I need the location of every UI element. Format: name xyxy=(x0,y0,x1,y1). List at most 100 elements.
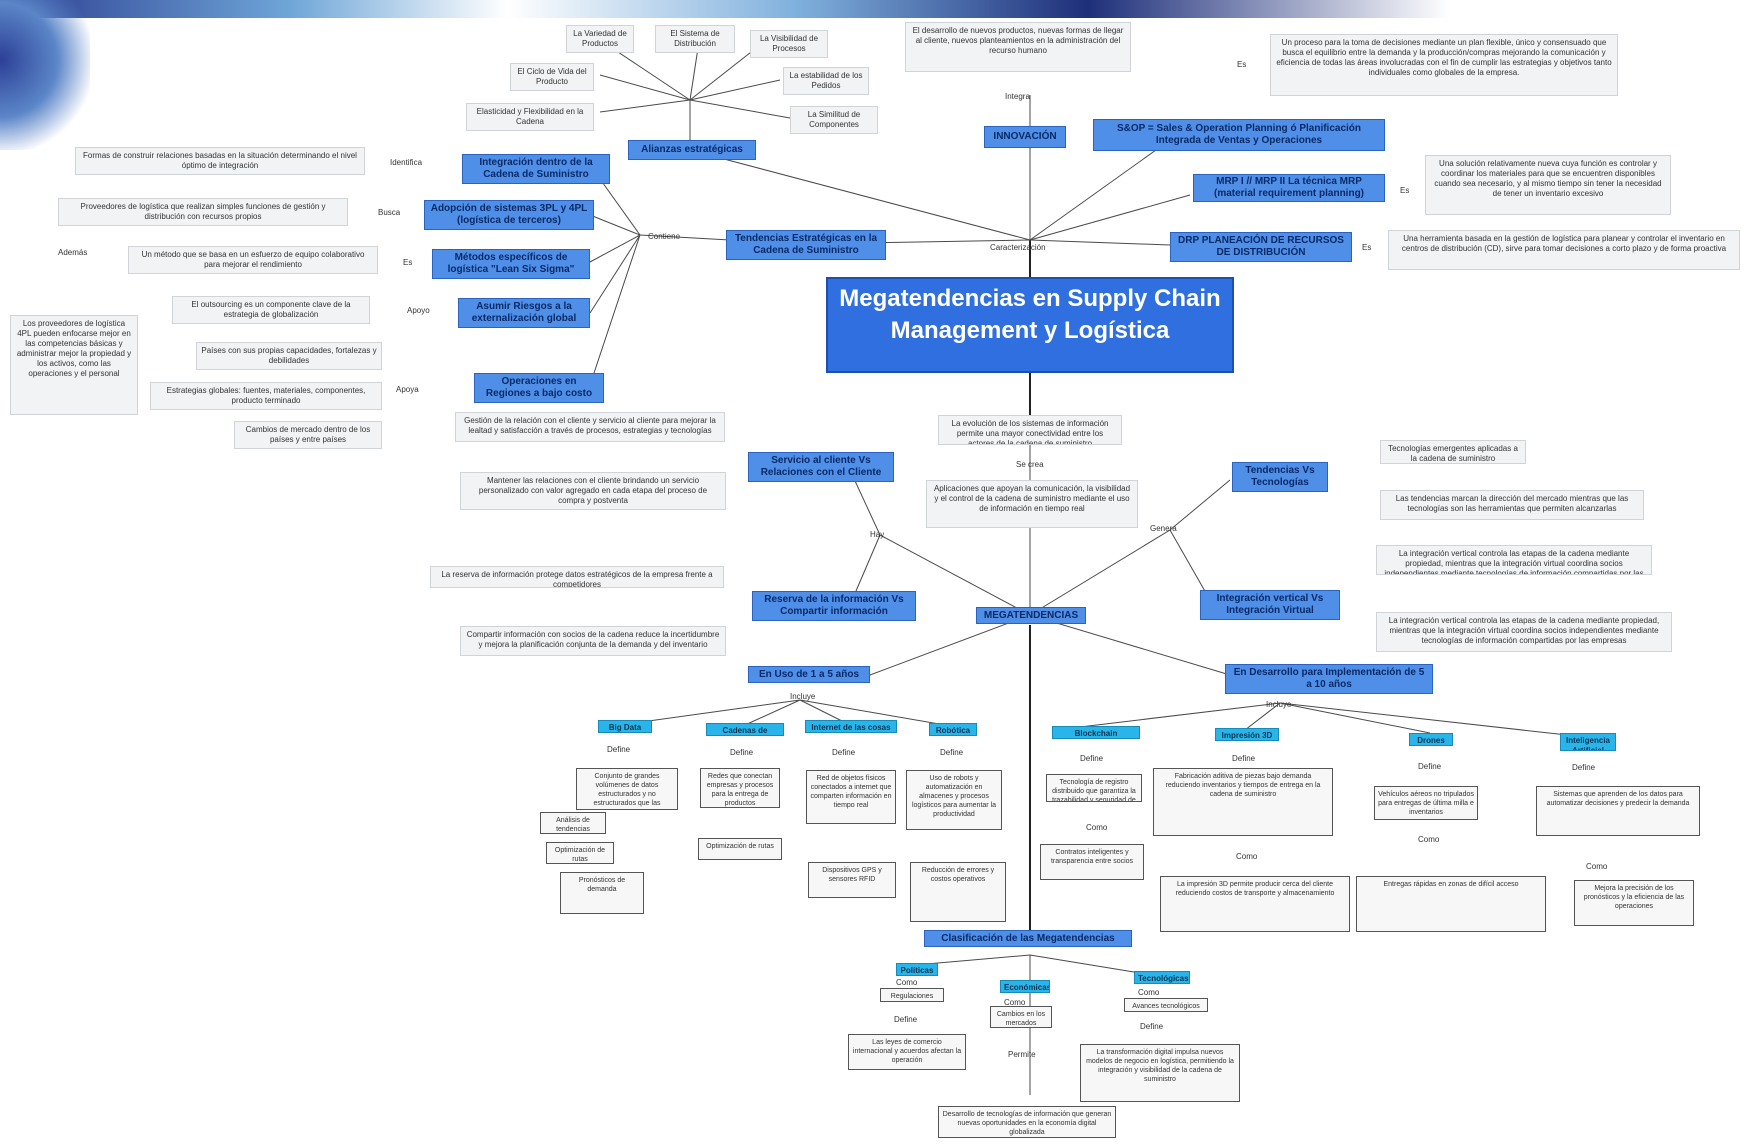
uso-description-4: Uso de robots y automatización en almace… xyxy=(906,770,1002,830)
dev-description-2: Fabricación aditiva de piezas bajo deman… xyxy=(1153,768,1333,836)
clas-item-1[interactable]: Políticas xyxy=(896,963,938,976)
incluye-label-uso: Incluye xyxy=(790,692,816,701)
hay-label-left: Hay xyxy=(870,530,885,539)
uso-item-4[interactable]: Robótica xyxy=(929,723,977,736)
como-label-clas-1: Como xyxy=(896,978,918,987)
integracion-vertical-description: La integración vertical controla las eta… xyxy=(1376,545,1652,575)
apoya-label: Apoya xyxy=(396,385,419,394)
adopcion-description: Proveedores de logística que realizan si… xyxy=(58,198,348,226)
alianza-item-4: El Ciclo de Vida del Producto xyxy=(510,63,594,91)
alianza-item-1: La Variedad de Productos xyxy=(566,25,634,53)
alianza-item-3: La Visibilidad de Procesos xyxy=(750,30,828,58)
es-label-mrp: Es xyxy=(1400,186,1410,195)
uso-sub-3: Pronósticos de demanda xyxy=(560,872,644,914)
identifica-label: Identifica xyxy=(390,158,423,167)
clas-description-1: Regulaciones gubernamentales xyxy=(880,988,944,1002)
sop-description: Un proceso para la toma de decisiones me… xyxy=(1270,34,1618,96)
busca-label: Busca xyxy=(378,208,401,217)
consiste-label-3: Define xyxy=(832,748,856,757)
drp-description: Una herramienta basada en la gestión de … xyxy=(1388,230,1740,270)
drp-topic[interactable]: DRP PLANEACIÓN DE RECURSOS DE DISTRIBUCI… xyxy=(1170,232,1352,262)
tendencias-tecnologias-description-2: Las tendencias marcan la dirección del m… xyxy=(1380,490,1644,520)
integracion-description: Formas de construir relaciones basadas e… xyxy=(75,147,365,175)
como-label-clas-2: Como xyxy=(1004,998,1026,1007)
clas-item-2[interactable]: Económicas xyxy=(1000,980,1050,993)
en-uso-topic[interactable]: En Uso de 1 a 5 años xyxy=(748,666,870,683)
dev-item-2[interactable]: Impresión 3D xyxy=(1215,728,1279,741)
clas-description-3: Avances tecnológicos xyxy=(1124,998,1208,1012)
dev-item-3[interactable]: Drones xyxy=(1409,733,1453,746)
tendencias-tecnologias-description-1: Tecnologías emergentes aplicadas a la ca… xyxy=(1380,440,1526,464)
asumir-topic[interactable]: Asumir Riesgos a la externalización glob… xyxy=(458,298,590,328)
define-label-dev-3: Define xyxy=(1418,762,1442,771)
es-label-drp: Es xyxy=(1362,243,1372,252)
clas-description-2: Cambios en los mercados globales xyxy=(990,1006,1052,1028)
uso-sub-5: Reducción de errores y costos operativos xyxy=(910,862,1006,922)
alianza-item-7: La Similitud de Componentes xyxy=(790,106,878,134)
integracion-topic[interactable]: Integración dentro de la Cadena de Sumin… xyxy=(462,154,610,184)
background-swirl xyxy=(0,0,90,150)
4pl-description: Los proveedores de logística 4PL pueden … xyxy=(10,315,138,415)
reserva-topic[interactable]: Reserva de la información Vs Compartir i… xyxy=(752,591,916,621)
reserva-description-2: Compartir información con socios de la c… xyxy=(460,626,726,656)
uso-description-2: Redes que conectan empresas y procesos p… xyxy=(700,768,780,808)
dev-description-4: Sistemas que aprenden de los datos para … xyxy=(1536,786,1700,836)
megatendencias-topic[interactable]: MEGATENDENCIAS xyxy=(976,607,1086,624)
operaciones-item-3: Cambios de mercado dentro de los países … xyxy=(234,421,382,449)
dev-sub-2: La impresión 3D permite producir cerca d… xyxy=(1160,876,1350,932)
uso-sub-6: Optimización de rutas xyxy=(698,838,782,860)
metodos-topic[interactable]: Métodos específicos de logística "Lean S… xyxy=(432,249,590,279)
define-label-clas-3: Define xyxy=(1140,1022,1164,1031)
uso-item-3[interactable]: Internet de las cosas xyxy=(805,720,897,733)
sop-topic[interactable]: S&OP = Sales & Operation Planning ó Plan… xyxy=(1093,119,1385,151)
innovacion-topic[interactable]: INNOVACIÓN xyxy=(984,126,1066,148)
mrp-topic[interactable]: MRP I // MRP II La técnica MRP (material… xyxy=(1193,174,1385,202)
en-desarrollo-topic[interactable]: En Desarrollo para Implementación de 5 a… xyxy=(1225,664,1433,694)
define-label-dev-1: Define xyxy=(1080,754,1104,763)
adopcion-topic[interactable]: Adopción de sistemas 3PL y 4PL (logístic… xyxy=(424,200,594,230)
reserva-description-1: La reserva de información protege datos … xyxy=(430,566,724,588)
operaciones-topic[interactable]: Operaciones en Regiones a bajo costo xyxy=(474,373,604,403)
alianza-item-5: La estabilidad de los Pedidos xyxy=(783,67,869,95)
center-description-1: La evolución de los sistemas de informac… xyxy=(938,415,1122,445)
dev-sub-1: Contratos inteligentes y transparencia e… xyxy=(1040,844,1144,880)
genera-label: Genera xyxy=(1150,524,1177,533)
como-label-dev-3: Como xyxy=(1418,835,1440,844)
dev-sub-4: Mejora la precisión de los pronósticos y… xyxy=(1574,880,1694,926)
ademas-label: Además xyxy=(58,248,88,257)
tendencias-tecnologias-topic[interactable]: Tendencias Vs Tecnologías xyxy=(1232,462,1328,492)
tendencias-estrategicas-topic[interactable]: Tendencias Estratégicas en la Cadena de … xyxy=(726,230,886,260)
clas-sub-3: La transformación digital impulsa nuevos… xyxy=(1080,1044,1240,1102)
uso-sub-2: Optimización de rutas xyxy=(546,842,614,864)
alianza-item-2: El Sistema de Distribución xyxy=(655,25,735,53)
dev-item-1[interactable]: Blockchain xyxy=(1052,726,1140,739)
asumir-description: El outsourcing es un componente clave de… xyxy=(172,296,370,324)
operaciones-item-2: Estrategias globales: fuentes, materiale… xyxy=(150,382,382,410)
define-label-dev-4: Define xyxy=(1572,763,1596,772)
dev-item-4[interactable]: Inteligencia Artificial xyxy=(1560,733,1616,751)
clas-sub-2: Desarrollo de tecnologías de información… xyxy=(938,1106,1116,1138)
como-label-clas-3: Como xyxy=(1138,988,1160,997)
integracion-vertical-topic[interactable]: Integración vertical Vs Integración Virt… xyxy=(1200,590,1340,620)
integracion-virtual-description: La integración vertical controla las eta… xyxy=(1376,612,1672,652)
center-description-2: Aplicaciones que apoyan la comunicación,… xyxy=(926,480,1138,528)
uso-item-2[interactable]: Cadenas de suministro xyxy=(706,723,784,736)
servicio-description-2: Mantener las relaciones con el cliente b… xyxy=(460,472,726,510)
central-topic[interactable]: Megatendencias en Supply Chain Managemen… xyxy=(826,277,1234,373)
uso-sub-1: Análisis de tendencias xyxy=(540,812,606,834)
dev-description-1: Tecnología de registro distribuido que g… xyxy=(1046,774,1142,802)
consiste-label-1: Define xyxy=(607,745,631,754)
alianzas-topic[interactable]: Alianzas estratégicas xyxy=(628,140,756,160)
apoyo-label: Apoyo xyxy=(407,306,430,315)
uso-item-1[interactable]: Big Data xyxy=(598,720,652,733)
como-label-dev-1: Como xyxy=(1086,823,1108,832)
es-label-metodos: Es xyxy=(403,258,413,267)
contiene-label: Contiene xyxy=(648,232,681,241)
clas-item-3[interactable]: Tecnológicas xyxy=(1134,971,1190,984)
innovacion-description: El desarrollo de nuevos productos, nueva… xyxy=(905,22,1131,72)
clasificacion-topic[interactable]: Clasificación de las Megatendencias xyxy=(924,930,1132,947)
define-label-dev-2: Define xyxy=(1232,754,1256,763)
servicio-topic[interactable]: Servicio al cliente Vs Relaciones con el… xyxy=(748,452,894,482)
se-crea-label: Se crea xyxy=(1016,460,1044,469)
